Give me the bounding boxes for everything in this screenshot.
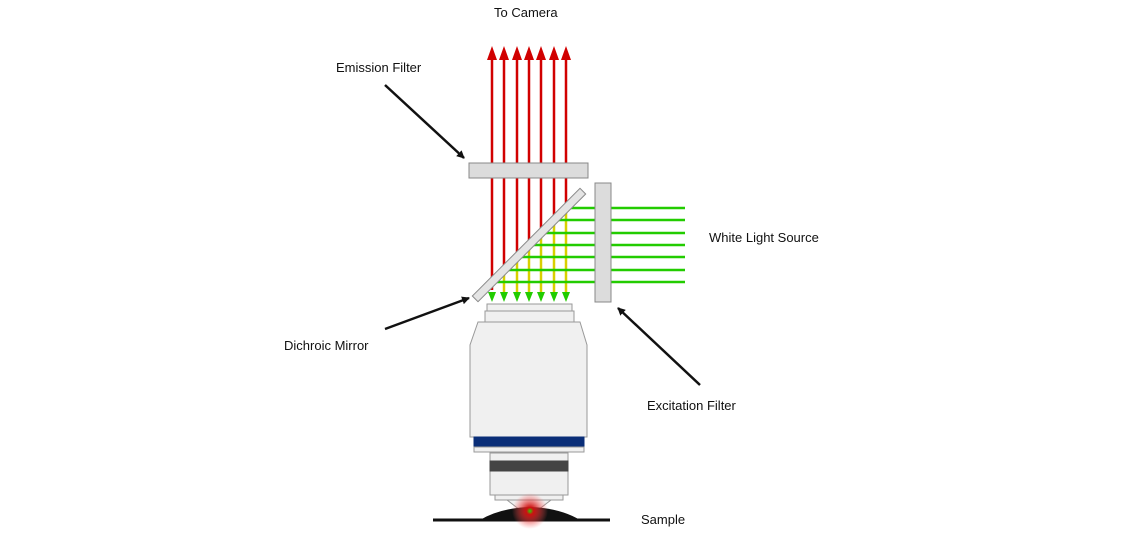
reflected-arrowhead — [513, 292, 521, 302]
reflected-arrowhead — [488, 292, 496, 302]
reflected-arrowhead — [525, 292, 533, 302]
dichroic-mirror-label: Dichroic Mirror — [284, 338, 369, 353]
sample-label: Sample — [641, 512, 686, 527]
excitation-filter-arrow — [617, 307, 701, 386]
reflected-arrowhead — [550, 292, 558, 302]
emission-filter — [468, 162, 589, 179]
emission-arrowhead — [499, 46, 509, 60]
emission-arrowhead — [512, 46, 522, 60]
fluorescence-glow — [512, 493, 548, 529]
emission-arrowhead — [561, 46, 571, 60]
to-camera-label: To Camera — [494, 5, 558, 20]
emission-arrowhead — [549, 46, 559, 60]
excitation-filter — [594, 182, 612, 303]
reflected-arrowhead — [562, 292, 570, 302]
reflected-arrowhead — [500, 292, 508, 302]
excitation-filter-label: Excitation Filter — [647, 398, 736, 413]
sample-stage — [433, 493, 610, 529]
pointer-arrows — [384, 84, 701, 386]
white-light-source-label: White Light Source — [709, 230, 819, 245]
emission-arrowhead — [487, 46, 497, 60]
objective-lens — [469, 303, 588, 511]
emission-filter-label: Emission Filter — [336, 60, 422, 75]
emission-arrowhead — [524, 46, 534, 60]
dichroic-mirror-arrow — [384, 296, 470, 331]
reflected-arrowhead — [537, 292, 545, 302]
emission-arrowhead — [536, 46, 546, 60]
emission-filter-arrow — [384, 84, 465, 159]
